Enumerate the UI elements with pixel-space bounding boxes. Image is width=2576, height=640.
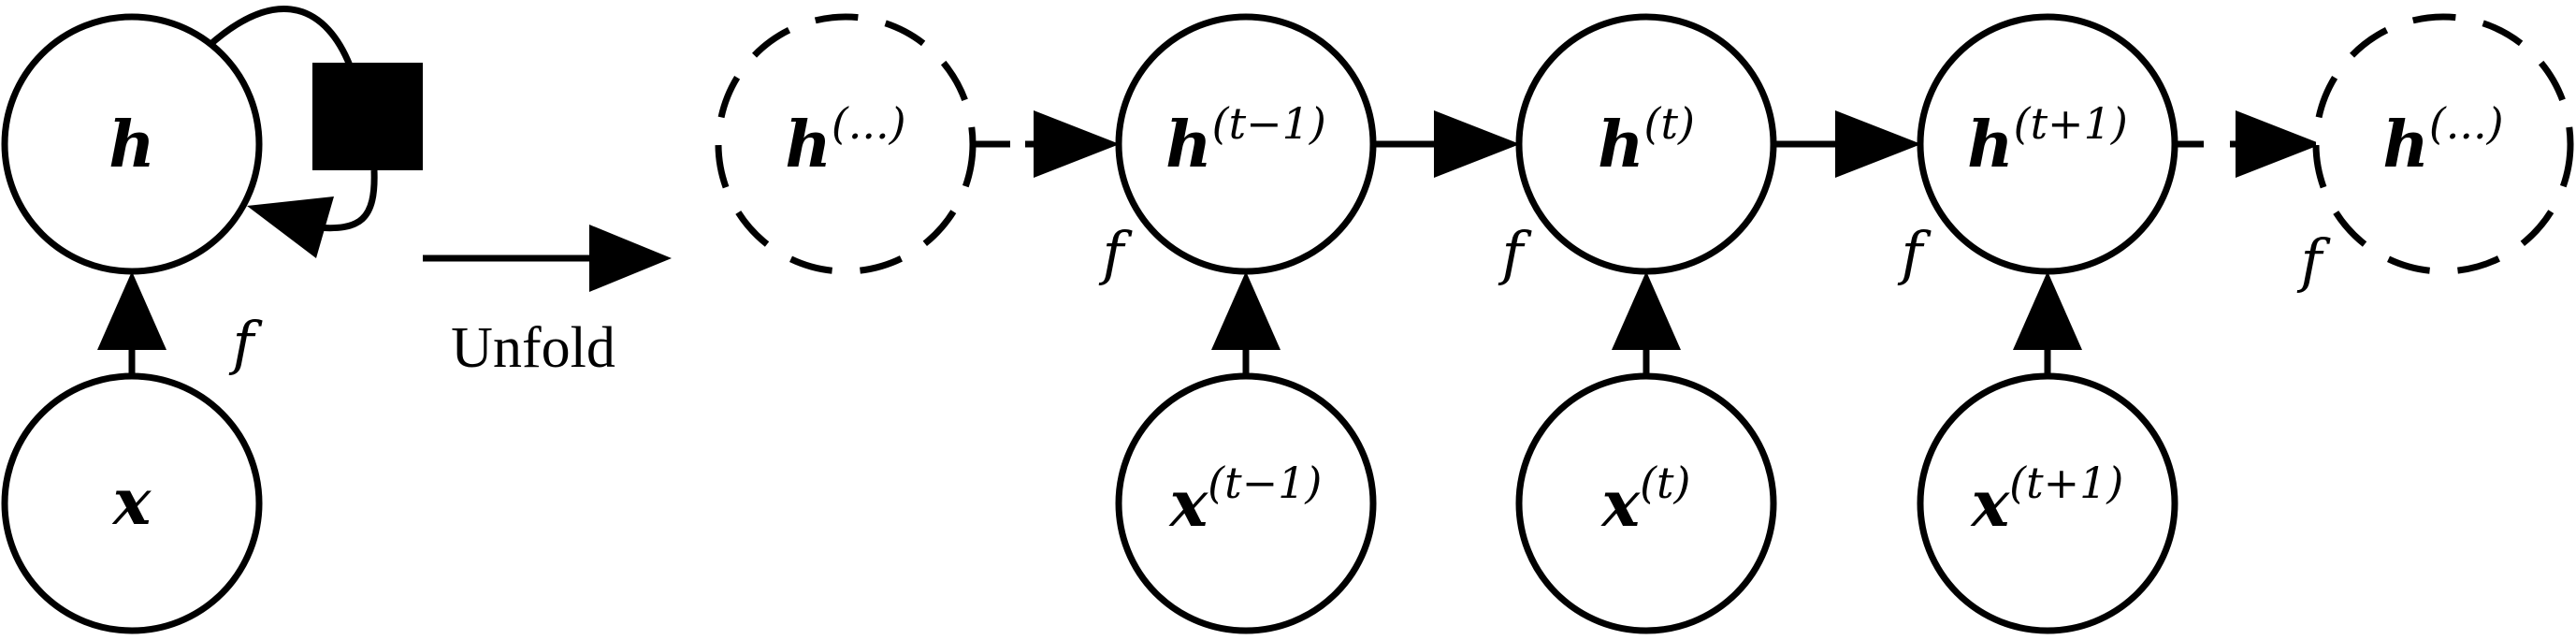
hidden-node-t-label: h(t)	[1598, 98, 1695, 182]
input-node-t-plus-1-label: x(t+1)	[1970, 458, 2124, 542]
function-label: f	[1099, 219, 1134, 287]
hidden-node-next-label: h(...)	[2382, 98, 2503, 182]
input-arrowhead	[1211, 271, 1281, 350]
input-node-t-minus-1	[1115, 372, 1377, 634]
input-nodes: x(t−1) x(t) x(t+1)	[1115, 372, 2178, 634]
hidden-nodes: h(...) h(t−1) h(t) h(t+1) h(...)	[715, 13, 2574, 275]
input-arrowhead	[2013, 271, 2082, 350]
function-label: f	[1498, 219, 1533, 287]
hidden-node-t	[1515, 13, 1777, 275]
folded-delay-box	[312, 63, 423, 170]
folded-loop-arrowhead	[247, 196, 334, 258]
folded-loop-back-edge	[315, 169, 378, 232]
input-node-t-plus-1	[1917, 372, 2178, 634]
unfold-label: Unfold	[451, 316, 615, 380]
recurrent-arrowhead	[2236, 110, 2322, 178]
recurrent-arrowhead	[1835, 110, 1921, 178]
folded-loop-top-edge	[205, 6, 354, 67]
folded-input-label: x	[111, 465, 152, 540]
folded-function-label: f	[229, 309, 264, 377]
folded-graph: h x f	[1, 6, 423, 634]
hidden-node-t-minus-1	[1115, 13, 1377, 275]
recurrent-arrowhead	[1034, 110, 1120, 178]
hidden-node-prev-label: h(...)	[785, 98, 905, 182]
unfolded-graph: h(...) h(t−1) h(t) h(t+1) h(...) x(	[715, 13, 2574, 634]
function-label: f	[2297, 226, 2332, 295]
input-node-t-minus-1-label: x(t−1)	[1168, 458, 1323, 542]
input-node-t	[1515, 372, 1777, 634]
input-edges	[1211, 271, 2082, 376]
function-label: f	[1898, 219, 1932, 287]
hidden-node-next	[2312, 13, 2574, 275]
recurrent-arrowhead	[1434, 110, 1520, 178]
recurrent-edges	[973, 110, 2322, 178]
hidden-node-t-plus-1	[1917, 13, 2178, 275]
input-arrowhead	[1612, 271, 1681, 350]
unfold-arrow-group: Unfold	[423, 225, 672, 380]
input-node-t-label: x(t)	[1600, 458, 1691, 542]
hidden-node-prev	[715, 13, 977, 275]
unfold-arrowhead	[589, 225, 672, 292]
hidden-node-t-minus-1-label: h(t−1)	[1165, 98, 1326, 182]
folded-input-arrowhead	[97, 271, 166, 350]
hidden-node-t-plus-1-label: h(t+1)	[1967, 98, 2128, 182]
folded-hidden-label: h	[109, 108, 154, 182]
